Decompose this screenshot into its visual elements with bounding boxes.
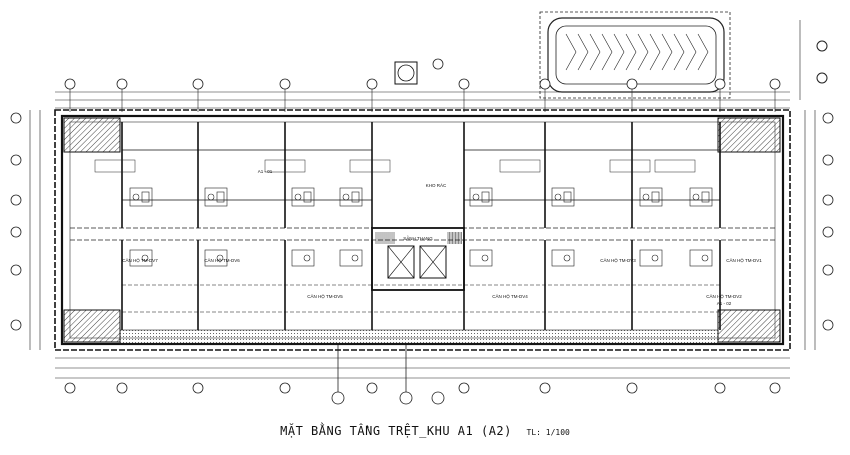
drawing-caption: MẶT BẰNG TẦNG TRỆT_KHU A1 (A2) TL: 1/100 (0, 424, 850, 438)
room-label-a1-01: A1 - 01 (258, 169, 273, 174)
room-label-dv4: CĂN HỘ TM-DV4 (492, 293, 528, 299)
room-label-kho-rac: KHO RÁC (426, 182, 447, 188)
unit-partitions (121, 122, 721, 330)
grid-axis-bubbles (10, 78, 834, 394)
room-label-dv5: CĂN HỘ TM-DV5 (307, 293, 343, 299)
room-label-dv6: CĂN HỘ TM-DV6 (204, 257, 240, 263)
room-label-sanh-thang: SẢNH THANG (403, 235, 433, 241)
bathroom-fixtures (94, 159, 713, 267)
front-walkway (119, 329, 719, 345)
side-dimension-lines (29, 110, 816, 350)
bottom-dimension-lines (55, 357, 790, 379)
room-label-dv7: CĂN HỘ TM-DV7 (122, 257, 158, 263)
room-label-dv3: CĂN HỘ TM-DV3 (600, 257, 636, 263)
elevator-stair-core (371, 61, 465, 291)
floor-plan-drawing: CĂN HỘ TM-DV7 CĂN HỘ TM-DV6 CĂN HỘ TM-DV… (10, 11, 834, 405)
top-dimension-lines (55, 88, 790, 112)
building-outline (54, 109, 791, 351)
room-label-dv1: CĂN HỘ TM-DV1 (726, 257, 762, 263)
drawing-title: MẶT BẰNG TẦNG TRỆT_KHU A1 (A2) (280, 424, 512, 438)
section-markers (331, 58, 445, 405)
room-labels: CĂN HỘ TM-DV7 CĂN HỘ TM-DV6 CĂN HỘ TM-DV… (122, 169, 762, 306)
room-label-dv2: CĂN HỘ TM-DV2 (706, 293, 742, 299)
key-plan-inset (539, 11, 828, 100)
corner-planters (63, 117, 781, 343)
room-label-a1-02: A1 - 02 (717, 301, 732, 306)
drawing-scale: TL: 1/100 (526, 428, 570, 437)
